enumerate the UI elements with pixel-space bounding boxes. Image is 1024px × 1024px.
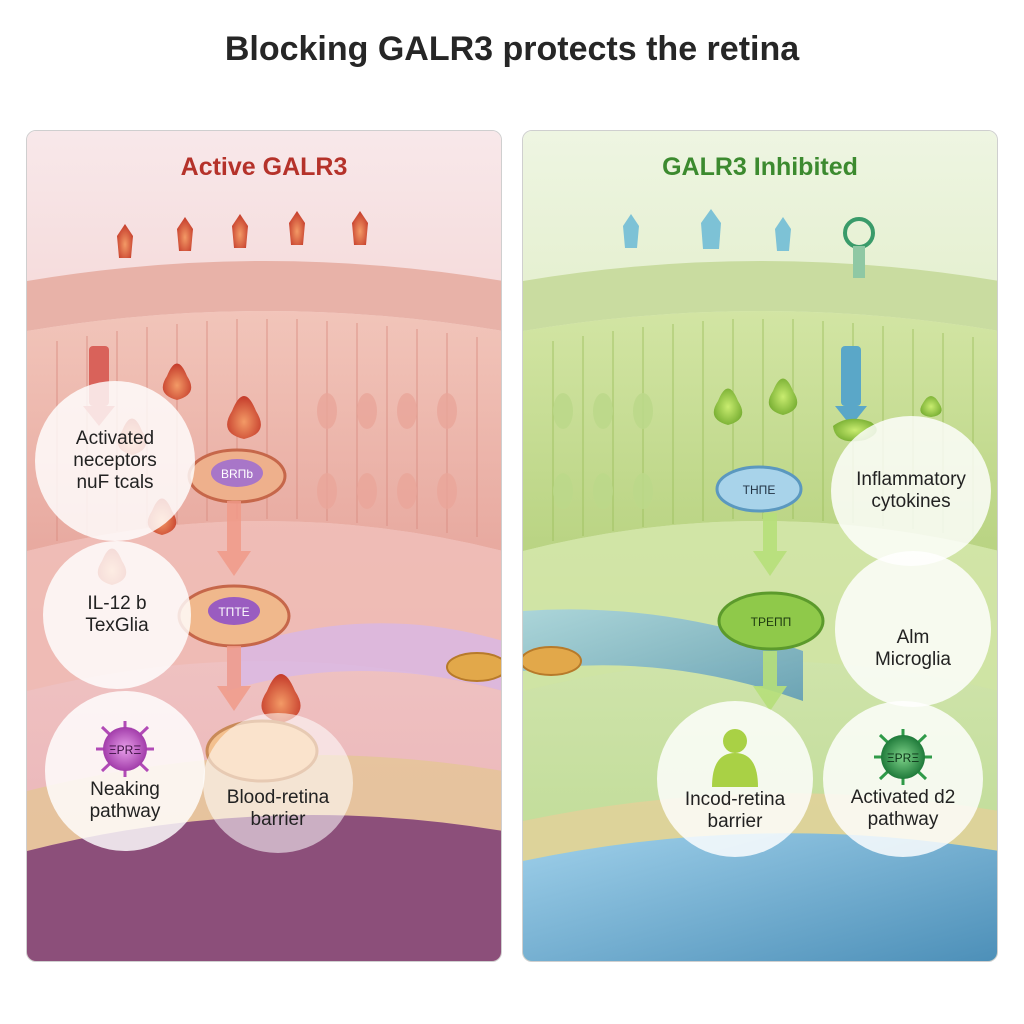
callout-leaking-pathway: ΞΡRΞ Neaking pathway <box>45 691 205 851</box>
callout-inner-retina-barrier: Incod-retina barrier <box>657 701 813 857</box>
callout-text: Neaking <box>90 779 160 800</box>
callout-text: barrier <box>707 811 763 832</box>
panel-active-galr3: ΒRΠb ΤΠΤΕ Active GALR3 Activated necepto… <box>26 130 502 962</box>
membrane-layer <box>27 261 501 331</box>
microglia-icon: ΞΡRΞ <box>874 729 932 785</box>
receptor-row <box>623 209 791 251</box>
cell-label-middle: ΤΠΤΕ <box>218 605 249 619</box>
panel-heading-inhibited: GALR3 Inhibited <box>662 153 858 181</box>
membrane-layer <box>523 261 997 331</box>
cell-label-upper: ΒRΠb <box>221 467 253 481</box>
page-title: Blocking GALR3 protects the retina <box>224 30 800 68</box>
choroid-layer <box>523 833 997 961</box>
blood-vessel <box>227 623 501 691</box>
microglia-badge-text: ΞΡRΞ <box>109 743 141 757</box>
connector-left <box>446 652 501 682</box>
receptor-row <box>117 211 368 258</box>
callout-il12-glia: IL-12 b TexGlia <box>43 541 191 689</box>
panel-galr3-inhibited: ΤΗΠΕ ΤΡΕΠΠ GALR3 Inhibited Inflammatory … <box>522 130 998 962</box>
callout-text: Activated d2 <box>850 787 956 808</box>
cell-label-upper: ΤΗΠΕ <box>743 483 776 497</box>
choroid-layer <box>27 815 501 961</box>
signaling-cell-middle <box>717 591 825 651</box>
connector-right <box>523 646 582 676</box>
callout-text: pathway <box>867 809 939 830</box>
callout-calm-microglia: Alm Microglia <box>835 551 991 707</box>
callout-text: Incod-retina <box>684 789 786 810</box>
cell-label-middle: ΤΡΕΠΠ <box>751 615 792 629</box>
microglia-icon: ΞΡRΞ <box>96 721 154 777</box>
callout-text: IL-12 b <box>87 593 147 614</box>
callout-activated-pathway: ΞΡRΞ Activated d2 pathway <box>823 701 983 857</box>
callout-text: TexGlia <box>85 615 149 636</box>
calm-cell-icon <box>712 729 758 787</box>
callout-text: pathway <box>89 801 161 822</box>
callout-text: cytokines <box>871 491 951 512</box>
receptor-signal-arrow <box>841 346 861 406</box>
callout-text: Blood-retina <box>226 787 330 808</box>
callout-text: nuF tcals <box>76 472 154 493</box>
callout-activated-receptors: Activated neceptors nuF tcals <box>35 381 195 541</box>
microglia-badge-text: ΞΡRΞ <box>887 751 919 765</box>
callout-inflammatory-cytokines: Inflammatory cytokines <box>831 416 991 566</box>
panel-heading-active: Active GALR3 <box>180 153 348 181</box>
callout-text: Microglia <box>874 649 952 670</box>
callout-text: Activated <box>75 428 155 449</box>
callout-text: neceptors <box>73 450 157 471</box>
callout-text: Inflammatory <box>856 469 966 490</box>
callout-blood-retina-barrier: Blood-retina barrier <box>203 713 353 853</box>
signaling-cell-upper <box>715 465 803 513</box>
callout-text: barrier <box>250 809 306 830</box>
callout-text: Alm <box>896 627 930 648</box>
